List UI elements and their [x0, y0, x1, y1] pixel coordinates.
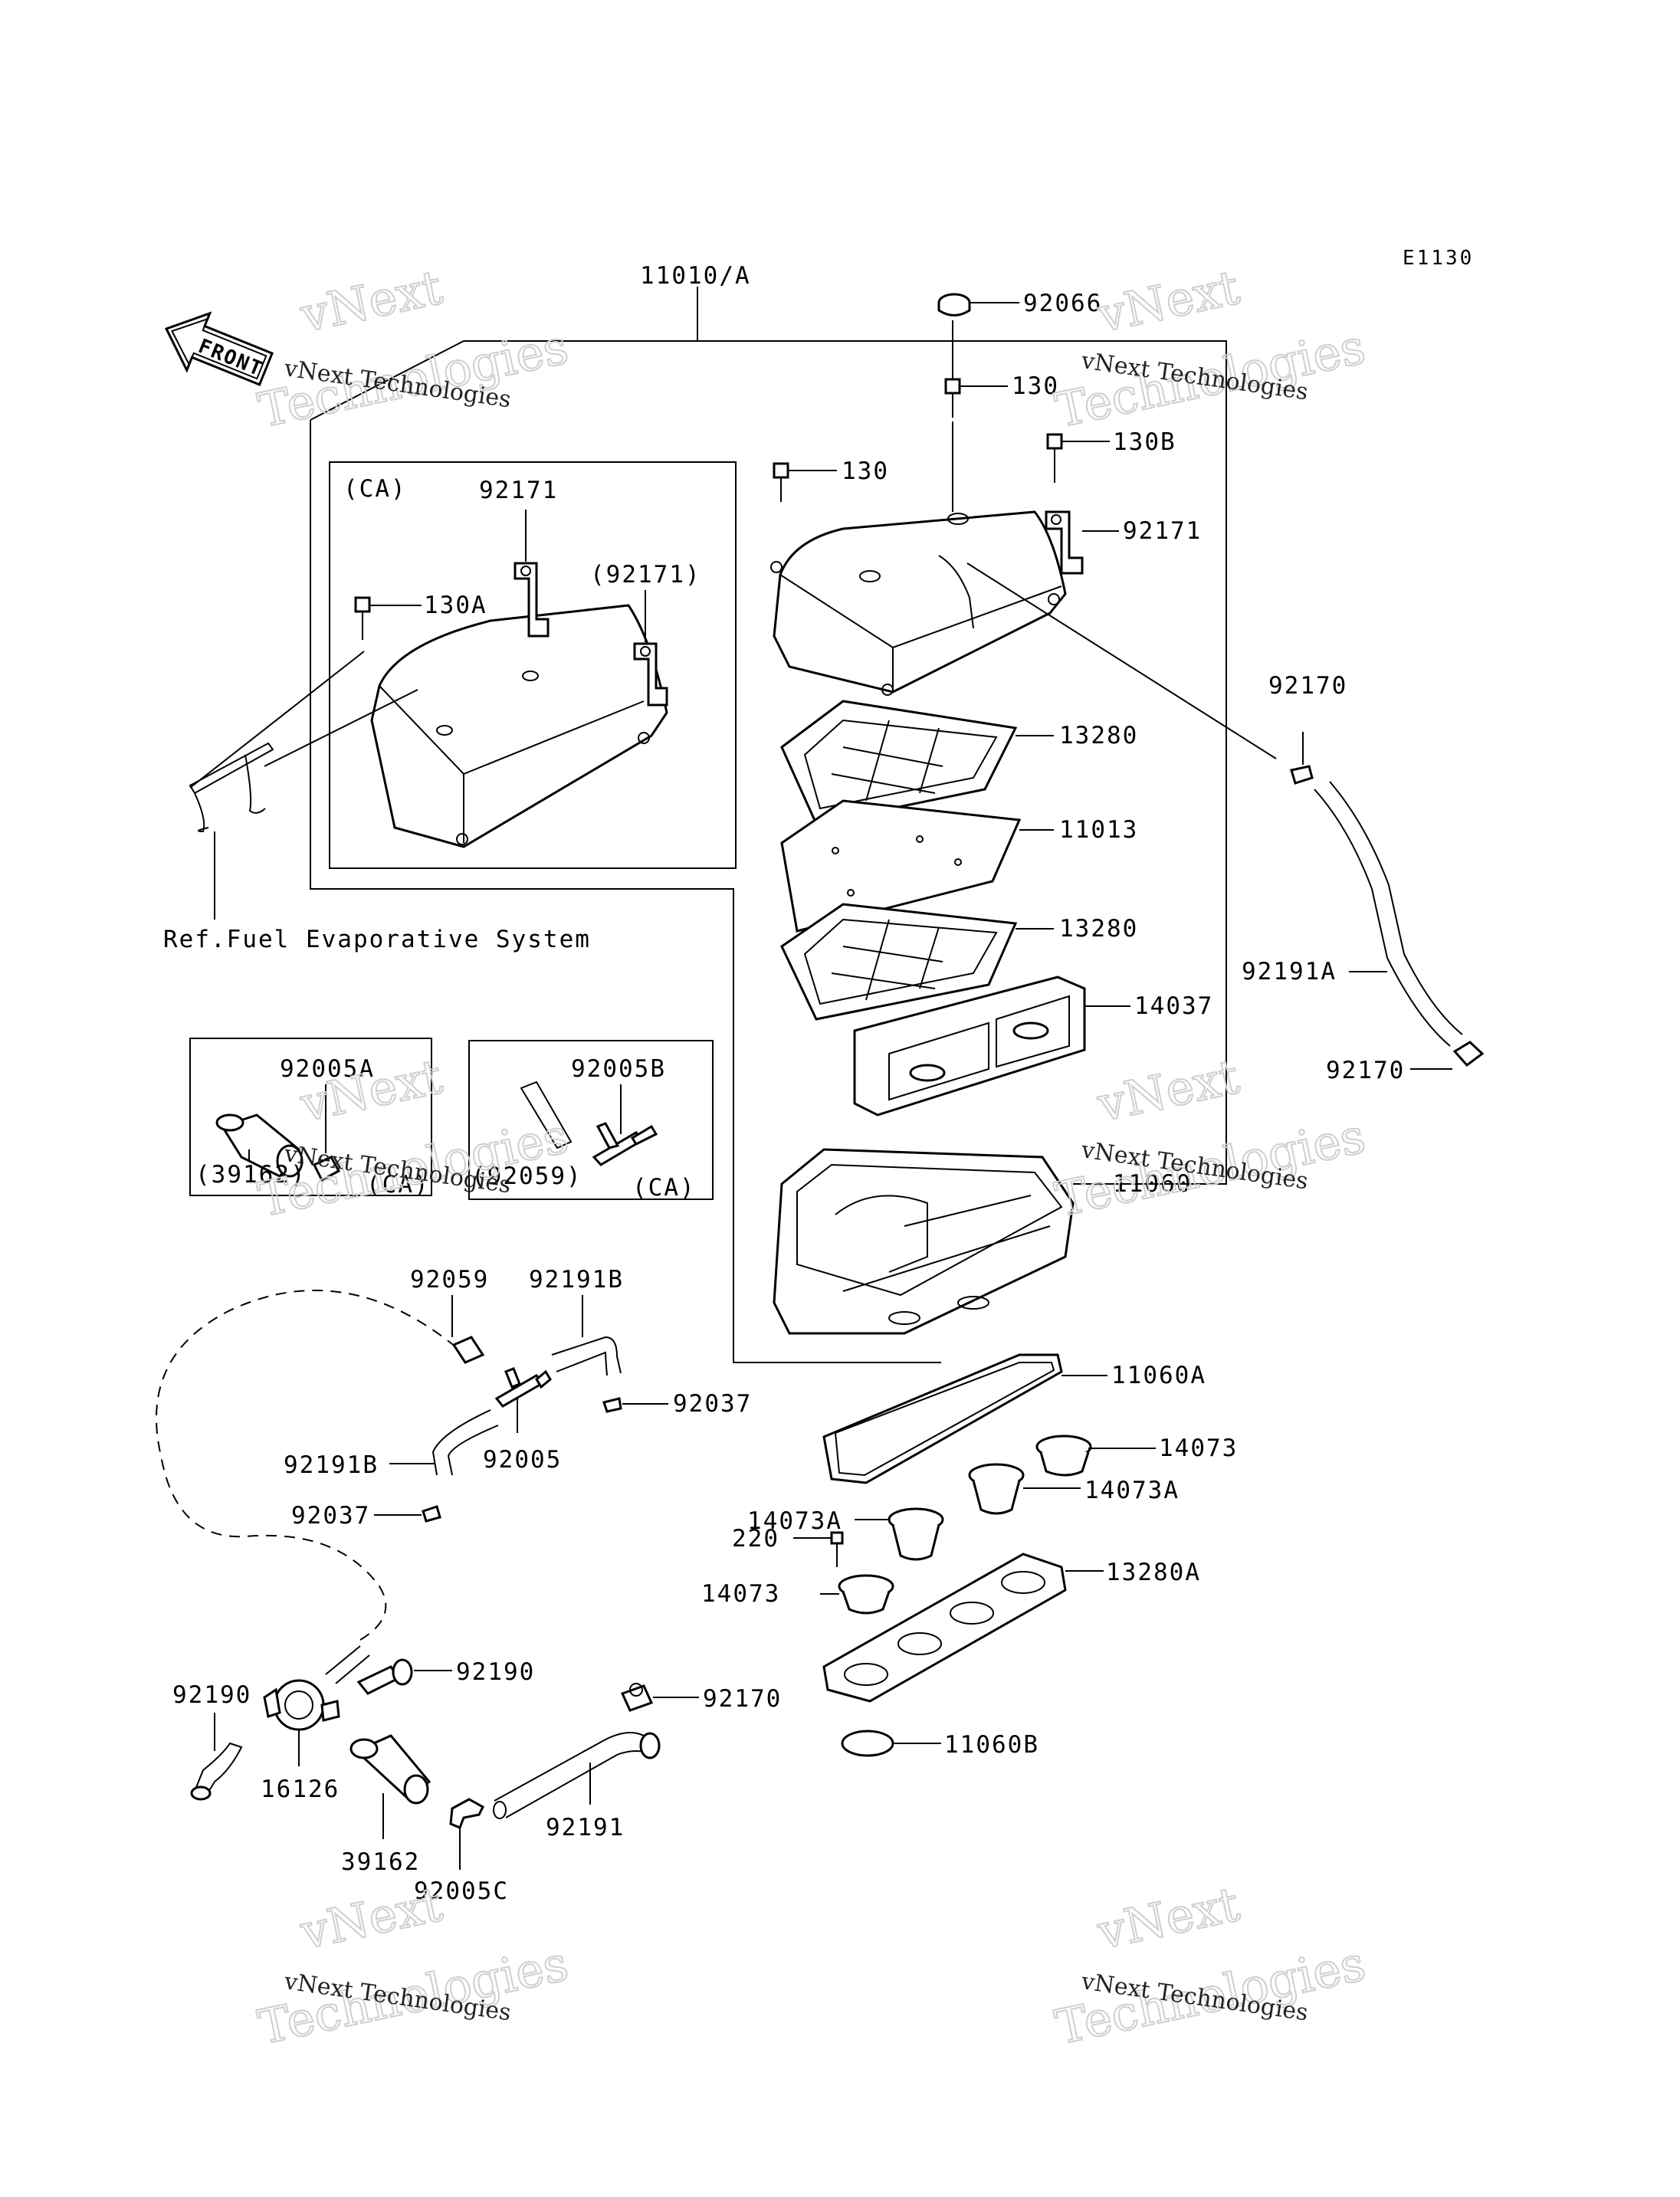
svg-text:vNext: vNext: [1092, 1876, 1244, 1960]
label-13280-mid: 13280: [1059, 915, 1138, 943]
assembly-bracket-11010a: 11010/A: [310, 262, 1227, 1363]
filter-stack: 13280 11013 13280 14037: [780, 700, 1213, 1117]
intake-boots: 14073 14073A 14073A 14073 220: [701, 1435, 1238, 1615]
label-92005: 92005: [483, 1446, 562, 1474]
watermark-2: vNext Technologies: [1050, 258, 1371, 439]
label-14037: 14037: [1134, 992, 1213, 1020]
label-92059-paren: (92059): [471, 1162, 582, 1190]
svg-text:vNext: vNext: [1092, 259, 1244, 343]
lower-case-11060: 11060: [773, 1148, 1192, 1335]
label-14073a-left: 14073A: [747, 1507, 842, 1535]
breather-hose-92191a: 92170 92191A 92170: [1242, 672, 1485, 1084]
label-92037-right: 92037: [673, 1390, 752, 1418]
label-92037-left: 92037: [291, 1502, 370, 1530]
upper-cover: 130 130 92066 130B 92171: [770, 290, 1277, 759]
diagram-code: E1130: [1403, 247, 1474, 270]
ref-fuel-bracket: Ref.Fuel Evaporative System: [163, 651, 591, 953]
evap-hose-system: 92059 92191B 92005 92037 92191B 92037 92…: [156, 1266, 782, 1905]
label-92171-inset: 92171: [479, 477, 558, 504]
label-92059: 92059: [410, 1266, 489, 1294]
label-16126: 16126: [261, 1776, 340, 1803]
label-11060a: 11060A: [1111, 1362, 1206, 1389]
ca-box-92005b: 92005B (92059) (CA): [468, 1040, 714, 1202]
gasket-11060a: 11060A: [822, 1353, 1206, 1484]
label-130-left: 130: [842, 457, 889, 485]
watermark-5: vNext Technologies: [253, 1875, 574, 2056]
label-92170-b: 92170: [1326, 1057, 1405, 1084]
label-14073-left: 14073: [701, 1580, 780, 1608]
label-39162: 39162: [341, 1848, 420, 1876]
label-11013: 11013: [1059, 816, 1138, 844]
label-13280a: 13280A: [1106, 1559, 1201, 1586]
ca-inset-box: (CA) 130A 92171 (92171): [329, 461, 737, 869]
oring-11060b: 11060B: [841, 1730, 1039, 1759]
ca-tag-box-a: (CA): [366, 1171, 430, 1199]
ca-tag-box-b: (CA): [632, 1174, 696, 1202]
label-13280-top: 13280: [1059, 722, 1138, 749]
ca-tag-inset: (CA): [343, 475, 407, 503]
svg-text:vNext: vNext: [295, 259, 447, 343]
label-92191b-top: 92191B: [529, 1266, 624, 1294]
watermark-6: vNext Technologies: [1050, 1875, 1371, 2056]
label-92005a: 92005A: [280, 1055, 375, 1083]
svg-text:vNext: vNext: [295, 1876, 447, 1960]
svg-text:vNext: vNext: [1092, 1048, 1244, 1133]
label-14073-right: 14073: [1159, 1435, 1238, 1462]
ca-box-92005a: 92005A (39162) (CA): [189, 1038, 432, 1199]
label-130-top: 130: [1012, 372, 1059, 400]
label-11060: 11060: [1113, 1170, 1192, 1198]
holder-plate-13280a: 13280A: [822, 1553, 1201, 1703]
label-92170-a: 92170: [1268, 672, 1347, 700]
label-92191a: 92191A: [1242, 958, 1337, 985]
label-92190-left: 92190: [172, 1681, 251, 1709]
watermark-4: vNext Technologies: [1050, 1048, 1371, 1228]
label-92191b-left: 92191B: [284, 1451, 379, 1479]
label-11060b: 11060B: [944, 1731, 1039, 1759]
label-92171-paren: (92171): [590, 561, 701, 589]
label-92191: 92191: [546, 1814, 625, 1841]
label-39162-paren: (39162): [195, 1161, 307, 1189]
label-130b: 130B: [1113, 428, 1176, 456]
label-130a: 130A: [424, 592, 487, 619]
label-92170-c: 92170: [703, 1685, 782, 1713]
label-14073a-right: 14073A: [1084, 1477, 1180, 1504]
watermark-1: vNext Technologies: [253, 258, 574, 439]
label-92005c: 92005C: [414, 1877, 509, 1905]
label-11010a: 11010/A: [640, 262, 751, 290]
ref-fuel-note: Ref.Fuel Evaporative System: [163, 926, 591, 953]
label-92190-right: 92190: [456, 1658, 535, 1686]
label-92171-right: 92171: [1123, 517, 1202, 545]
label-92005b: 92005B: [571, 1055, 666, 1083]
label-220: 220: [732, 1525, 779, 1553]
label-92066: 92066: [1023, 290, 1102, 317]
